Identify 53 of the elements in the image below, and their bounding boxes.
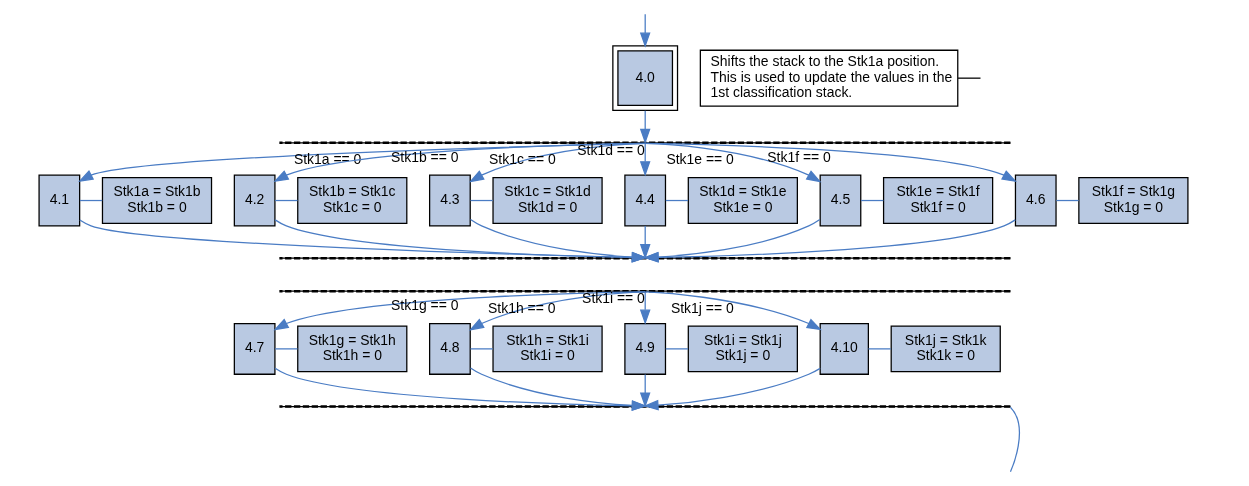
node-box: 4.2 [233, 174, 276, 227]
node-box: 4.8 [428, 322, 471, 375]
node-box: 4.10 [819, 322, 869, 375]
node-box: 4.6 [1014, 174, 1057, 227]
node-bar [278, 405, 1011, 408]
node-box: 4.3 [428, 174, 471, 227]
node-box: Stk1h = Stk1i Stk1i = 0 [491, 325, 603, 373]
node-box: Stk1f = Stk1g Stk1g = 0 [1077, 177, 1189, 224]
arrow [639, 373, 651, 408]
connector [859, 199, 884, 202]
arrow [274, 367, 647, 412]
node-box: 4.1 [37, 174, 80, 227]
node-bar [278, 256, 1011, 260]
node-box: 4.5 [819, 174, 861, 227]
arrow [639, 225, 651, 260]
connector [274, 199, 298, 202]
arrow [639, 110, 651, 144]
node-box: 4.4 [623, 174, 666, 227]
arrow [642, 218, 820, 263]
node-bar [278, 289, 1011, 293]
connector [78, 199, 103, 202]
edge-label: Stk1f == 0 [766, 148, 831, 165]
connector [274, 348, 298, 350]
node-box: Stk1d = Stk1e Stk1e = 0 [687, 177, 798, 224]
node-box: 4.0 [611, 45, 678, 112]
connector [664, 348, 689, 350]
edge-label: Stk1i == 0 [581, 290, 645, 307]
node-bar [278, 141, 1011, 145]
node-box: Stk1b = Stk1c Stk1c = 0 [296, 177, 407, 224]
node-box: Shifts the stack to the Stk1a position. This is used to update the values in the 1st classification stack. [699, 49, 958, 107]
node-box: Stk1j = Stk1k Stk1k = 0 [890, 325, 1001, 373]
node-box: Stk1i = Stk1j Stk1j = 0 [687, 325, 798, 373]
node-box: Stk1a = Stk1b Stk1b = 0 [101, 177, 212, 224]
edge-label: Stk1g == 0 [390, 297, 458, 314]
node-box: 4.9 [623, 322, 666, 375]
connector [469, 348, 493, 350]
arrow [642, 367, 821, 411]
connector [1055, 199, 1079, 202]
node-box: Stk1c = Stk1d Stk1d = 0 [491, 177, 603, 224]
node-box: Stk1g = Stk1h Stk1h = 0 [296, 325, 407, 373]
connector [1009, 406, 1020, 473]
arrow [642, 219, 1016, 263]
arrow [469, 367, 647, 411]
arrow [639, 13, 651, 48]
edge-label: Stk1e == 0 [665, 151, 734, 168]
connector [664, 199, 689, 202]
connector [867, 348, 891, 350]
edge-label: Stk1j == 0 [670, 300, 734, 317]
connector [956, 77, 981, 79]
node-box: 4.7 [233, 322, 276, 375]
connector [469, 199, 493, 202]
edge-label: Stk1d == 0 [576, 141, 645, 158]
node-box: Stk1e = Stk1f Stk1f = 0 [882, 177, 993, 224]
